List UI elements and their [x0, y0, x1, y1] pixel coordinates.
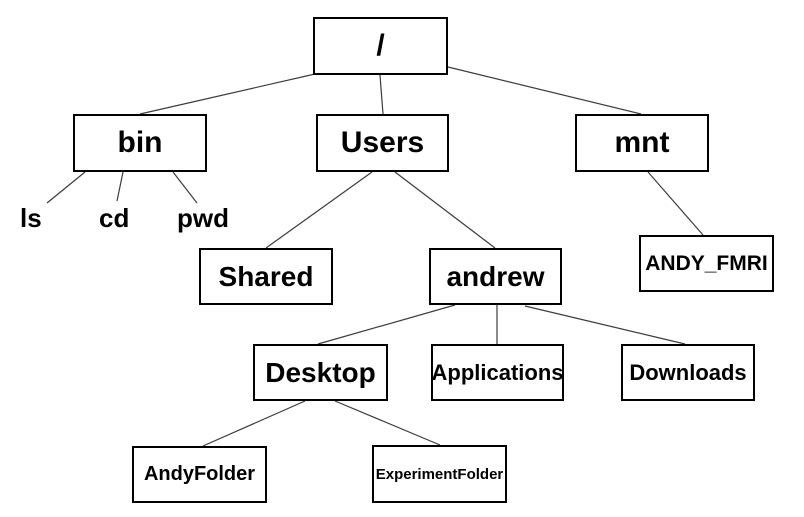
tree-node-root: /	[313, 17, 448, 75]
tree-node-andy-fmri: ANDY_FMRI	[639, 235, 774, 292]
edge-mnt-andyfmri	[647, 171, 704, 236]
edge-desktop-andyfolder	[202, 400, 306, 447]
edge-bin-pwd	[172, 171, 198, 204]
tree-node-users: Users	[316, 114, 449, 172]
tree-node-andyfolder: AndyFolder	[132, 446, 267, 503]
tree-leaf-pwd: pwd	[177, 203, 229, 233]
tree-node-andrew: andrew	[429, 248, 562, 305]
tree-node-applications: Applications	[431, 344, 564, 401]
tree-node-shared: Shared	[199, 248, 333, 305]
edge-root-users	[379, 74, 384, 115]
tree-node-experimentfolder: ExperimentFolder	[372, 445, 507, 503]
edge-root-bin	[139, 73, 316, 115]
tree-node-downloads: Downloads	[621, 344, 755, 401]
tree-leaf-ls: ls	[20, 203, 42, 233]
edge-bin-cd	[116, 171, 124, 202]
edge-desktop-experimentfolder	[334, 400, 441, 446]
edge-andrew-desktop	[317, 304, 456, 345]
edge-bin-ls	[46, 171, 86, 204]
edge-users-shared	[265, 171, 373, 249]
edge-users-andrew	[394, 171, 496, 249]
tree-leaf-cd: cd	[99, 203, 130, 233]
edge-andrew-downloads	[524, 305, 686, 345]
tree-node-desktop: Desktop	[253, 344, 388, 401]
tree-node-bin: bin	[73, 114, 207, 172]
tree-node-mnt: mnt	[575, 114, 709, 172]
edge-root-mnt	[447, 66, 642, 115]
